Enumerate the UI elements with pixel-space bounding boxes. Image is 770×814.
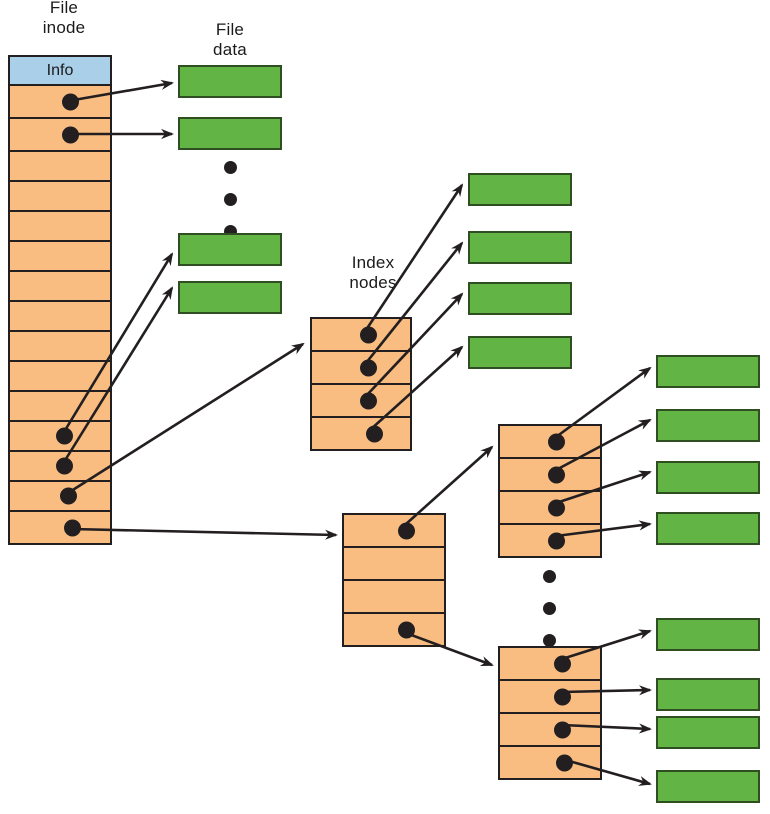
index-node-3-row-1[interactable] [500, 459, 600, 492]
inode-row-14[interactable] [10, 512, 110, 543]
index-node-4[interactable] [498, 646, 602, 780]
index-node-4-row-2[interactable] [500, 714, 600, 747]
ellipsis-dot [224, 161, 237, 174]
data-block-b1[interactable] [656, 355, 760, 388]
index-node-ellipsis [543, 570, 556, 647]
inode-row-4[interactable] [10, 212, 110, 242]
inode-row-12[interactable] [10, 452, 110, 482]
pointer-dot [548, 499, 565, 516]
index-node-3-row-3[interactable] [500, 525, 600, 556]
pointer-dot [548, 433, 565, 450]
index-node-2-row-2[interactable] [344, 581, 444, 614]
inode-row-11[interactable] [10, 422, 110, 452]
pointer-dot [360, 359, 377, 376]
ellipsis-dot [543, 634, 556, 647]
label-file-data: File data [213, 20, 247, 59]
index-node-4-row-0[interactable] [500, 648, 600, 681]
label-file-inode: File inode [42, 0, 86, 37]
pointer-dot [56, 457, 73, 475]
inode-info-row: Info [10, 57, 110, 86]
inode-row-8[interactable] [10, 332, 110, 362]
inode-row-10[interactable] [10, 392, 110, 422]
pointer-dot [548, 466, 565, 483]
data-block-c4[interactable] [656, 770, 760, 803]
data-block-b4[interactable] [656, 512, 760, 545]
inode-row-1[interactable] [10, 119, 110, 152]
ellipsis-dot [543, 570, 556, 583]
file-inode-table[interactable]: Info [8, 55, 112, 545]
inode-row-5[interactable] [10, 242, 110, 272]
pointer-dot [398, 621, 415, 638]
pointer-dot [360, 392, 377, 409]
index-node-2[interactable] [342, 513, 446, 647]
file-data-block-3[interactable] [178, 233, 282, 266]
label-index-nodes: Index nodes [349, 253, 397, 292]
pointer-dot [56, 427, 73, 445]
inode-row-7[interactable] [10, 302, 110, 332]
file-data-block-2[interactable] [178, 117, 282, 150]
pointer-dot [398, 522, 415, 539]
index-node-1-row-2[interactable] [312, 385, 410, 418]
pointer-dot [360, 326, 377, 343]
inode-row-13[interactable] [10, 482, 110, 512]
data-block-b3[interactable] [656, 461, 760, 494]
pointer-dot [556, 754, 573, 771]
data-block-a3[interactable] [468, 282, 572, 315]
index-node-3-row-0[interactable] [500, 426, 600, 459]
file-data-ellipsis [224, 161, 237, 238]
data-block-c1[interactable] [656, 618, 760, 651]
data-block-b2[interactable] [656, 409, 760, 442]
pointer-dot [60, 487, 77, 505]
index-node-1-row-1[interactable] [312, 352, 410, 385]
index-node-1-row-3[interactable] [312, 418, 410, 449]
index-node-1-row-0[interactable] [312, 319, 410, 352]
index-node-3[interactable] [498, 424, 602, 558]
index-node-4-row-3[interactable] [500, 747, 600, 778]
index-node-2-row-3[interactable] [344, 614, 444, 645]
ellipsis-dot [543, 602, 556, 615]
pointer-dot [64, 519, 81, 536]
inode-row-2[interactable] [10, 152, 110, 182]
pointer-dot [62, 93, 79, 110]
pointer-dot [554, 688, 571, 705]
index-node-4-row-1[interactable] [500, 681, 600, 714]
pointer-dot [548, 532, 565, 549]
index-node-1[interactable] [310, 317, 412, 451]
data-block-a1[interactable] [468, 173, 572, 206]
data-block-c2[interactable] [656, 678, 760, 711]
inode-info-label: Info [46, 61, 74, 79]
pointer-dot [554, 655, 571, 672]
pointer-dot [366, 425, 383, 442]
index-node-2-row-0[interactable] [344, 515, 444, 548]
pointer-dot [62, 126, 79, 143]
data-block-c3[interactable] [656, 716, 760, 749]
inode-row-6[interactable] [10, 272, 110, 302]
inode-row-3[interactable] [10, 182, 110, 212]
pointer-dot [554, 721, 571, 738]
file-data-block-4[interactable] [178, 281, 282, 314]
data-block-a2[interactable] [468, 231, 572, 264]
inode-row-0[interactable] [10, 86, 110, 119]
file-data-block-1[interactable] [178, 65, 282, 98]
index-node-2-row-1[interactable] [344, 548, 444, 581]
ellipsis-dot [224, 193, 237, 206]
index-node-3-row-2[interactable] [500, 492, 600, 525]
inode-row-9[interactable] [10, 362, 110, 392]
data-block-a4[interactable] [468, 336, 572, 369]
